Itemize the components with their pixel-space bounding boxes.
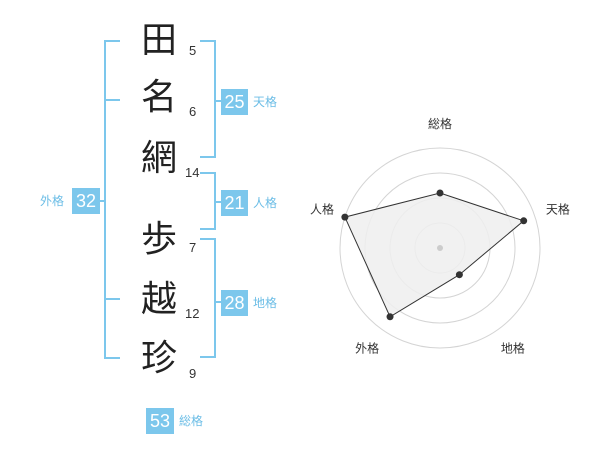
given-stroke-1: 7 (189, 240, 197, 255)
jinkaku-badge: 21 (221, 190, 248, 216)
soukaku-label: 総格 (179, 414, 204, 428)
radar-point-3 (455, 271, 463, 279)
radar-center-dot (437, 245, 443, 251)
radar-point-2 (520, 217, 528, 225)
jinkaku-label: 人格 (253, 196, 278, 210)
gaikaku-label: 外格 (40, 194, 65, 208)
surname-char-3: 網 (140, 138, 177, 179)
given-stroke-2: 12 (185, 306, 200, 321)
radar-axis-label-3: 地格 (501, 340, 525, 355)
given-stroke-3: 9 (189, 366, 197, 381)
radar-point-1 (436, 189, 444, 197)
surname-stroke-3: 14 (185, 165, 200, 180)
given-char-1: 歩 (140, 219, 177, 260)
surname-char-2: 名 (140, 77, 177, 118)
radar-polygon (344, 192, 525, 318)
radar-axis-label-1: 総格 (428, 116, 452, 131)
chikaku-badge: 28 (221, 290, 248, 316)
surname-stroke-1: 5 (189, 43, 197, 58)
given-char-3: 珍 (140, 338, 177, 379)
radar-axis-label-5: 人格 (310, 202, 334, 217)
given-char-2: 越 (140, 279, 177, 320)
surname-char-1: 田 (140, 20, 177, 61)
radar-point-5 (341, 213, 349, 221)
gaikaku-badge: 32 (72, 188, 100, 214)
tenkaku-label: 天格 (253, 95, 278, 109)
radar-ring-4 (339, 147, 541, 349)
surname-stroke-2: 6 (189, 104, 197, 119)
tenkaku-badge: 25 (221, 89, 248, 115)
radar-point-4 (386, 313, 394, 321)
radar-axis-label-2: 天格 (546, 202, 570, 217)
soukaku-badge: 53 (146, 408, 174, 434)
radar-points (341, 189, 528, 321)
radar-axis-label-4: 外格 (355, 340, 379, 355)
chikaku-label: 地格 (253, 296, 278, 310)
